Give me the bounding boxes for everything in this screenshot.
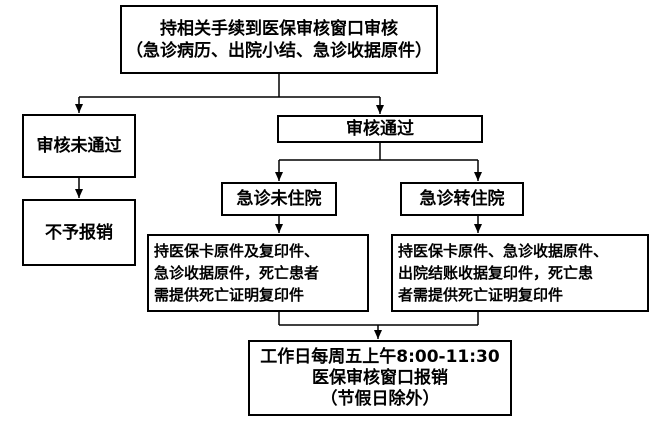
docs-not-admitted-line-1: 持医保卡原件及复印件、 <box>154 242 320 260</box>
docs-not-admitted-line-3: 需提供死亡证明复印件 <box>154 286 305 304</box>
docs-admitted-node: 持医保卡原件、急诊收据原件、 出院结账收据复印件，死亡患 者需提供死亡证明复印件 <box>391 234 649 312</box>
end-line-2: 医保审核窗口报销 <box>312 367 448 388</box>
start-line-2: （急诊病历、出院小结、急诊收据原件） <box>126 40 432 61</box>
docs-not-admitted-line-2: 急诊收据原件，死亡患者 <box>154 264 320 282</box>
docs-admitted-line-2: 出院结账收据复印件，死亡患 <box>398 264 594 282</box>
start-line-1: 持相关手续到医保审核窗口审核 <box>160 18 398 39</box>
fail-node: 审核未通过 <box>22 114 136 178</box>
end-node: 工作日每周五上午8:00-11:30 医保审核窗口报销 （节假日除外） <box>248 340 512 416</box>
docs-admitted-line-1: 持医保卡原件、急诊收据原件、 <box>398 242 609 260</box>
reject-label: 不予报销 <box>45 222 113 243</box>
not-admitted-label: 急诊未住院 <box>236 189 322 209</box>
reject-node: 不予报销 <box>22 199 136 266</box>
fail-label: 审核未通过 <box>36 136 122 156</box>
admitted-label: 急诊转住院 <box>419 189 505 209</box>
not-admitted-node: 急诊未住院 <box>221 182 337 216</box>
end-line-3: （节假日除外） <box>320 388 440 409</box>
end-line-1: 工作日每周五上午8:00-11:30 <box>260 346 500 367</box>
admitted-node: 急诊转住院 <box>400 182 524 216</box>
start-node: 持相关手续到医保审核窗口审核 （急诊病历、出院小结、急诊收据原件） <box>120 5 438 74</box>
docs-admitted-line-3: 者需提供死亡证明复印件 <box>398 286 564 304</box>
pass-node: 审核通过 <box>277 115 483 143</box>
docs-not-admitted-node: 持医保卡原件及复印件、 急诊收据原件，死亡患者 需提供死亡证明复印件 <box>147 234 369 312</box>
pass-label: 审核通过 <box>346 119 414 139</box>
